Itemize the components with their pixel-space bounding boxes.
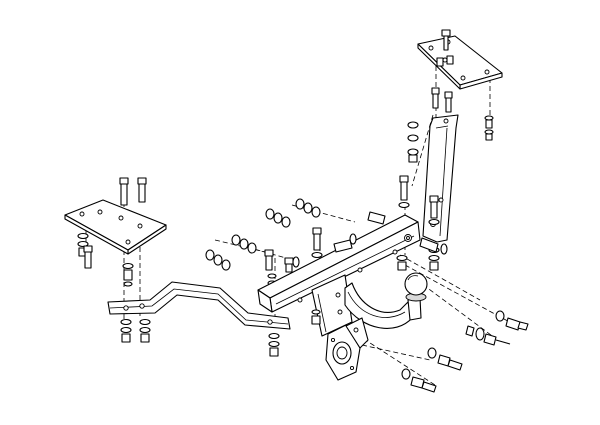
right-side-bracket bbox=[422, 114, 459, 243]
right-bracket-fasteners bbox=[396, 121, 440, 271]
main-cross-beam bbox=[257, 214, 421, 313]
left-plate-bolts bbox=[77, 177, 147, 287]
left-mounting-plate bbox=[64, 199, 167, 255]
left-bracket-fasteners bbox=[120, 249, 280, 357]
electrical-socket-plate bbox=[325, 317, 369, 381]
beam-upper-fasteners bbox=[205, 198, 386, 271]
right-mounting-plate bbox=[417, 35, 503, 90]
left-side-bracket bbox=[107, 281, 291, 330]
center-drop-bracket bbox=[311, 274, 353, 337]
center-bolts bbox=[284, 227, 323, 325]
right-horizontal-fasteners bbox=[401, 237, 529, 393]
towball bbox=[404, 272, 428, 302]
right-plate-bolts bbox=[431, 29, 494, 141]
